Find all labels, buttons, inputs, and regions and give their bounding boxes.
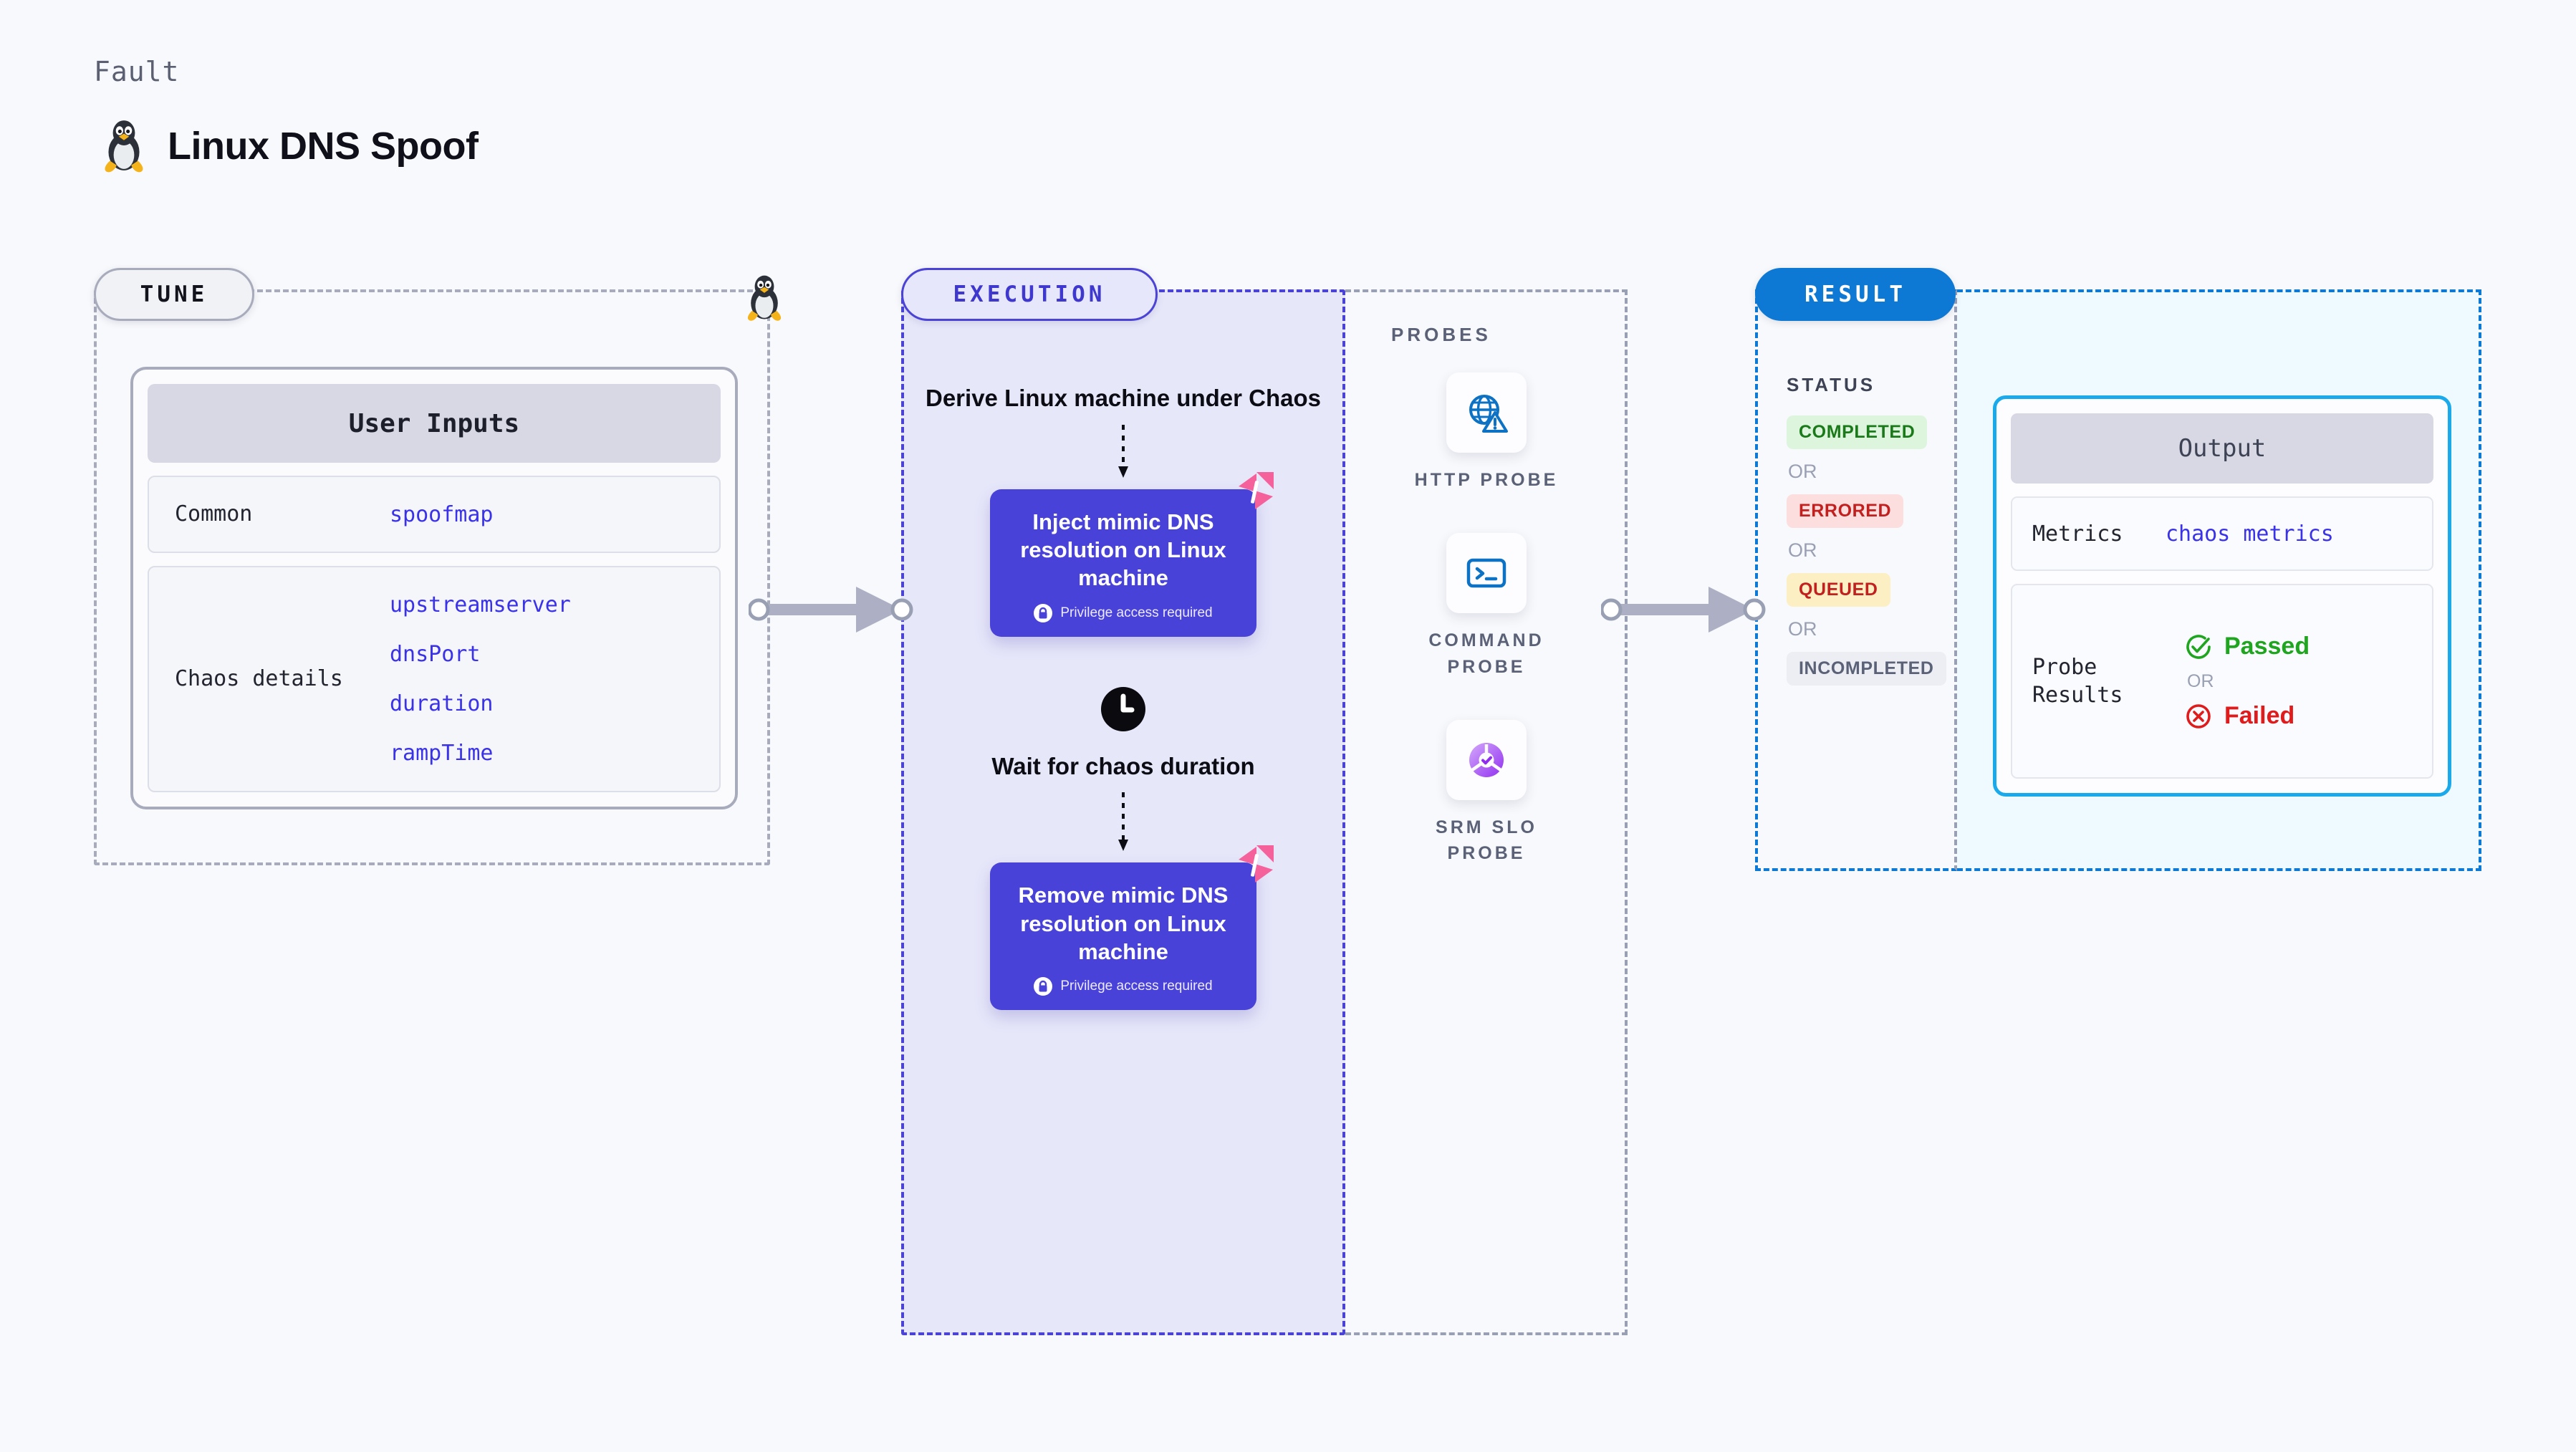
output-row-metrics: Metrics chaos metrics	[2011, 496, 2433, 571]
flow-arrow-down-icon	[1118, 424, 1128, 478]
execution-badge[interactable]: EXECUTION	[901, 268, 1158, 321]
probe-result-failed: Failed	[2184, 702, 2310, 731]
tune-row-values: spoofmap	[390, 502, 494, 527]
harness-chaos-logo-icon	[1239, 471, 1274, 509]
tune-section	[94, 289, 770, 865]
result-badge[interactable]: RESULT	[1755, 268, 1956, 321]
output-row-key: Metrics	[2032, 521, 2123, 547]
derive-machine-label: Derive Linux machine under Chaos	[926, 385, 1321, 411]
probes-list: HTTP PROBE COMMAND PROBE	[1345, 372, 1628, 866]
status-badge-completed: COMPLETED	[1787, 415, 1928, 449]
lock-icon	[1034, 603, 1053, 622]
probes-section	[1345, 289, 1628, 1335]
privilege-note: Privilege access required	[1006, 977, 1241, 996]
probe-tile	[1446, 372, 1527, 453]
probe-item-srm-slo[interactable]: SRM SLO PROBE	[1400, 719, 1572, 867]
flow-arrow-down-icon	[1118, 792, 1128, 852]
tune-row-chaos-details: Chaos details upstreamserver dnsPort dur…	[148, 566, 721, 792]
status-list: COMPLETED OR ERRORED OR QUEUED OR INCOMP…	[1787, 415, 1966, 686]
page-title-row: Linux DNS Spoof	[100, 118, 479, 174]
status-or: OR	[1788, 539, 1817, 561]
tune-row-key: Chaos details	[175, 666, 343, 692]
probes-label: PROBES	[1391, 324, 1491, 345]
status-badge-errored: ERRORED	[1787, 494, 1904, 528]
x-circle-icon	[2186, 703, 2211, 729]
tune-value[interactable]: rampTime	[390, 741, 494, 766]
lock-icon	[1034, 977, 1053, 996]
globe-warning-icon	[1469, 395, 1508, 433]
connector-probes-to-result	[1601, 587, 1766, 633]
user-inputs-title: User Inputs	[148, 384, 721, 463]
page-title: Linux DNS Spoof	[168, 125, 479, 168]
slo-donut-icon	[1469, 742, 1504, 777]
probe-name: COMMAND PROBE	[1428, 630, 1544, 677]
probe-tile	[1446, 533, 1527, 614]
privilege-note: Privilege access required	[1006, 603, 1241, 622]
execution-block-title: Remove mimic DNS resolution on Linux mac…	[1018, 883, 1229, 964]
status-or: OR	[1788, 461, 1817, 482]
status-or: OR	[1788, 618, 1817, 640]
status-badge-queued: QUEUED	[1787, 573, 1890, 607]
output-row-key: Probe Results	[2032, 655, 2123, 708]
probe-item-http[interactable]: HTTP PROBE	[1415, 372, 1559, 493]
execution-block-remove[interactable]: Remove mimic DNS resolution on Linux mac…	[990, 845, 1274, 1011]
user-inputs-card: User Inputs Common spoofmap Chaos detail…	[130, 367, 738, 809]
output-metrics-value[interactable]: chaos metrics	[2166, 521, 2334, 547]
execution-flow: Derive Linux machine under Chaos Inject …	[901, 289, 1345, 1011]
probe-item-command[interactable]: COMMAND PROBE	[1400, 533, 1572, 680]
clock-icon	[1101, 686, 1145, 731]
connector-tune-to-execution	[749, 587, 913, 633]
tune-linux-penguin-icon	[747, 275, 782, 321]
tune-row-values: upstreamserver dnsPort duration rampTime	[390, 592, 571, 766]
probe-tile	[1446, 719, 1527, 800]
privilege-note-label: Privilege access required	[1060, 605, 1213, 620]
check-circle-icon	[2186, 634, 2211, 659]
output-card: Output Metrics chaos metrics Probe Resul…	[1993, 395, 2451, 797]
probe-result-passed: Passed	[2184, 633, 2310, 661]
tune-badge[interactable]: TUNE	[94, 268, 254, 321]
privilege-note-label: Privilege access required	[1060, 979, 1213, 994]
clock-icon-wrap	[1101, 686, 1145, 735]
linux-penguin-icon	[105, 120, 143, 173]
terminal-icon	[1466, 559, 1506, 588]
probe-name: SRM SLO PROBE	[1436, 817, 1537, 863]
probe-result-or: OR	[2187, 670, 2214, 691]
tune-row-common: Common spoofmap	[148, 476, 721, 553]
tune-value[interactable]: dnsPort	[390, 642, 481, 667]
execution-block-inject[interactable]: Inject mimic DNS resolution on Linux mac…	[990, 471, 1274, 637]
tune-value[interactable]: upstreamserver	[390, 592, 571, 617]
harness-chaos-logo-icon	[1239, 845, 1274, 883]
probe-result-failed-label: Failed	[2224, 702, 2295, 729]
tune-value[interactable]: duration	[390, 691, 494, 716]
status-badge-incompleted: INCOMPLETED	[1787, 652, 1946, 686]
tune-value[interactable]: spoofmap	[390, 501, 494, 527]
page-eyebrow: Fault	[94, 56, 180, 87]
status-label: STATUS	[1787, 374, 1876, 395]
wait-duration-label: Wait for chaos duration	[991, 752, 1255, 779]
execution-section	[901, 289, 1345, 1335]
output-title: Output	[2011, 413, 2433, 484]
tune-row-key: Common	[175, 501, 253, 527]
output-row-probe-results: Probe Results Passed OR Failed	[2011, 584, 2433, 779]
probe-result-options: Passed OR Failed	[2166, 633, 2310, 731]
probe-name: HTTP PROBE	[1414, 470, 1559, 490]
execution-block-title: Inject mimic DNS resolution on Linux mac…	[1020, 509, 1226, 591]
probe-result-passed-label: Passed	[2224, 633, 2310, 660]
